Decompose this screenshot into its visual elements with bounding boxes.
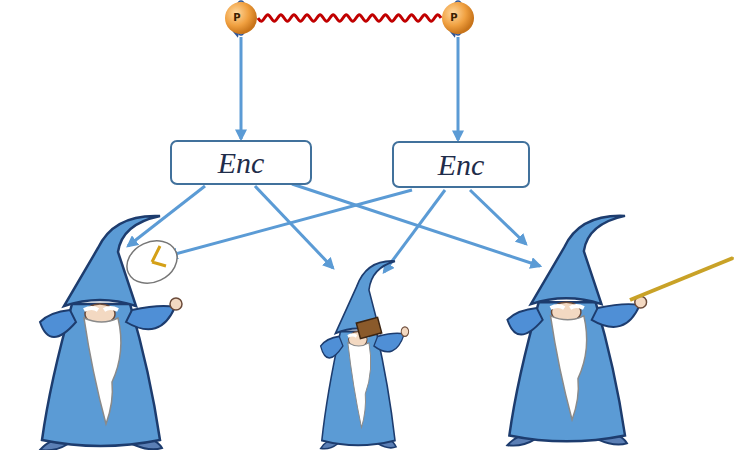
node-label: P [450, 12, 457, 23]
particle-sphere: P [441, 1, 475, 35]
sphere-shape [441, 1, 475, 35]
encoder-box: Enc [170, 140, 312, 185]
staff-tip [732, 257, 734, 259]
wizard-figure [321, 261, 409, 449]
entanglement-wave [258, 15, 441, 22]
node-label: Enc [218, 146, 265, 180]
node-label: P [233, 12, 240, 23]
wizard-figure [507, 216, 646, 446]
book-symbol [356, 317, 381, 338]
share-arrows [128, 184, 540, 272]
staff [630, 258, 733, 300]
clock-symbol [120, 233, 184, 291]
flow-arrow [240, 37, 243, 139]
flow-arrow [457, 37, 460, 140]
particle-sphere: P [224, 1, 258, 35]
node-label: Enc [438, 148, 485, 182]
sphere-shape [224, 1, 258, 35]
encoder-box: Enc [392, 141, 530, 188]
